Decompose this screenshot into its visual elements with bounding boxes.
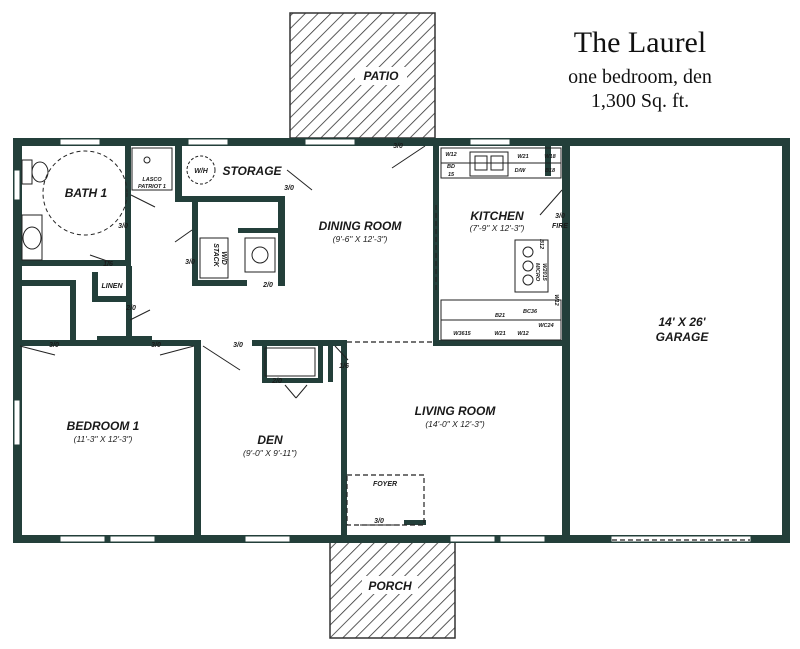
door-swings (19, 145, 563, 526)
cabinet-label: W21 (517, 154, 528, 160)
dining-label: DINING ROOM (319, 219, 403, 233)
door-label: 3/0 (151, 342, 161, 349)
patio-label: PATIO (364, 69, 400, 83)
shower-icon (131, 147, 173, 191)
bedroom-dim: (11'-3" X 12'-3") (74, 434, 133, 444)
washer-dryer-icon (199, 237, 229, 279)
cabinet-label: MICRO (534, 263, 540, 282)
bedroom-label: BEDROOM 1 (67, 419, 140, 433)
foyer-label: FOYER (373, 481, 397, 488)
storage-label: STORAGE (222, 164, 282, 178)
cabinet-labels: W12 BD 15 W21 W18 D/W B18 B12 MICRO W201… (445, 152, 559, 337)
lasco-label-1: LASCO (142, 177, 162, 183)
bath-floor-circle (42, 150, 128, 236)
door-label: 2/0 (262, 282, 273, 289)
door-label: 3/0 (118, 223, 128, 230)
den-label: DEN (257, 433, 283, 447)
cabinet-label: BC36 (523, 309, 538, 315)
door-label: 3/0 (284, 185, 294, 192)
kitchen-dim: (7'-9" X 12'-3") (470, 223, 525, 233)
cabinet-label: WC24 (538, 323, 553, 329)
door-label: 3/0 (555, 213, 565, 220)
porch-label: PORCH (368, 579, 412, 593)
dining-dim: (9'-6" X 12'-3") (333, 234, 388, 244)
linen-label: LINEN (102, 283, 124, 290)
garage-dim: 14' X 26' (658, 315, 706, 329)
door-label: 3/0 (374, 518, 384, 525)
cabinet-label: B21 (495, 313, 505, 319)
fixtures (21, 147, 562, 377)
cabinet-label: 15 (448, 172, 455, 178)
fire-label: FIRE (552, 223, 568, 230)
openings (346, 205, 750, 541)
door-label: 3/0 (393, 143, 403, 150)
water-heater-icon (186, 155, 216, 185)
cabinet-label: W21 (494, 331, 505, 337)
door-label: 1/6 (103, 261, 113, 268)
cabinet-label: W18 (544, 154, 556, 160)
door-label: 1/6 (339, 363, 349, 370)
door-labels: 3/0 3/0 3/0 3/0 1/6 2/0 2/0 3/0 3/0 3/0 … (49, 143, 565, 525)
cabinet-label: BD (447, 164, 455, 170)
door-label: 2/0 (271, 378, 282, 385)
door-label: 3/0 (49, 342, 59, 349)
stack-label: STACK (212, 243, 219, 268)
bath-label: BATH 1 (65, 186, 108, 200)
plan-subtitle: one bedroom, den (568, 66, 712, 88)
plan-title: The Laurel (573, 26, 707, 59)
living-label: LIVING ROOM (415, 404, 497, 418)
living-dim: (14'-0" X 12'-3") (425, 419, 485, 429)
toilet-icon (31, 161, 49, 183)
cabinet-label: D/W (515, 168, 527, 174)
door-label: 2/0 (125, 305, 136, 312)
cabinet-label: B12 (538, 239, 544, 249)
plan-area: 1,300 Sq. ft. (590, 90, 690, 112)
cabinet-label: W12 (517, 331, 528, 337)
cabinet-label: W12 (445, 152, 456, 158)
cabinet-label: B18 (545, 168, 556, 174)
garage-label: GARAGE (656, 330, 710, 344)
door-label: 3/0 (185, 259, 195, 266)
sink-icon (22, 226, 42, 250)
door-label: 3/0 (233, 342, 243, 349)
water-heater-label: W/H (194, 168, 209, 175)
cabinet-label: W12 (553, 294, 559, 305)
lasco-label-2: PATRIOT 1 (138, 184, 166, 190)
wd-label: W/D (220, 251, 227, 265)
cabinet-label: W2015 (541, 263, 547, 281)
windows (13, 138, 752, 543)
kitchen-label: KITCHEN (470, 209, 524, 223)
den-dim: (9'-0" X 9'-11") (243, 448, 297, 458)
cabinet-label: W3615 (453, 331, 471, 337)
